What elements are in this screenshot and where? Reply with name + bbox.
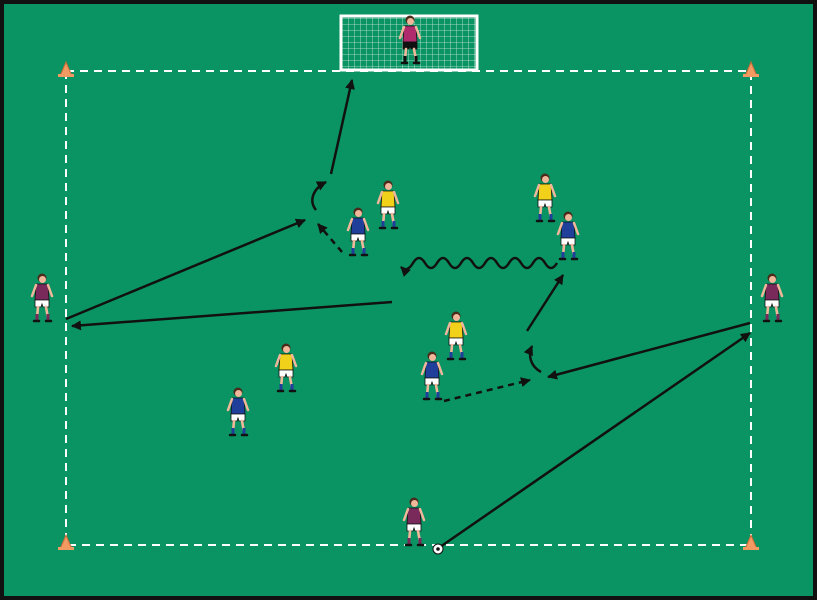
soccer-ball-icon [432,543,444,555]
check-arrow [311,180,327,211]
cone-icon [743,533,759,550]
player-icon [420,351,444,401]
cone-icon [58,533,74,550]
player-icon [760,273,784,323]
player-icon [30,273,54,323]
player-icon [376,180,400,230]
cone-icon [743,60,759,77]
check-arrow [523,345,542,374]
pass-arrow [71,300,393,331]
cone-icon [58,60,74,77]
run-arrow [443,377,531,403]
player-icon [346,207,370,257]
player-icon [533,173,557,223]
player-icon [444,311,468,361]
player-icon [274,343,298,393]
movement-arrows [65,79,751,549]
dribble-arrow [400,256,559,277]
player-icon [398,15,422,65]
players-layer [30,15,784,547]
shot-arrow [329,79,355,175]
player-icon [556,211,580,261]
player-icon [402,497,426,547]
player-icon [226,387,250,437]
pass-arrow [439,331,751,549]
pass-arrow [65,218,306,321]
pass-arrow [547,321,751,380]
pass-arrow [525,274,565,332]
